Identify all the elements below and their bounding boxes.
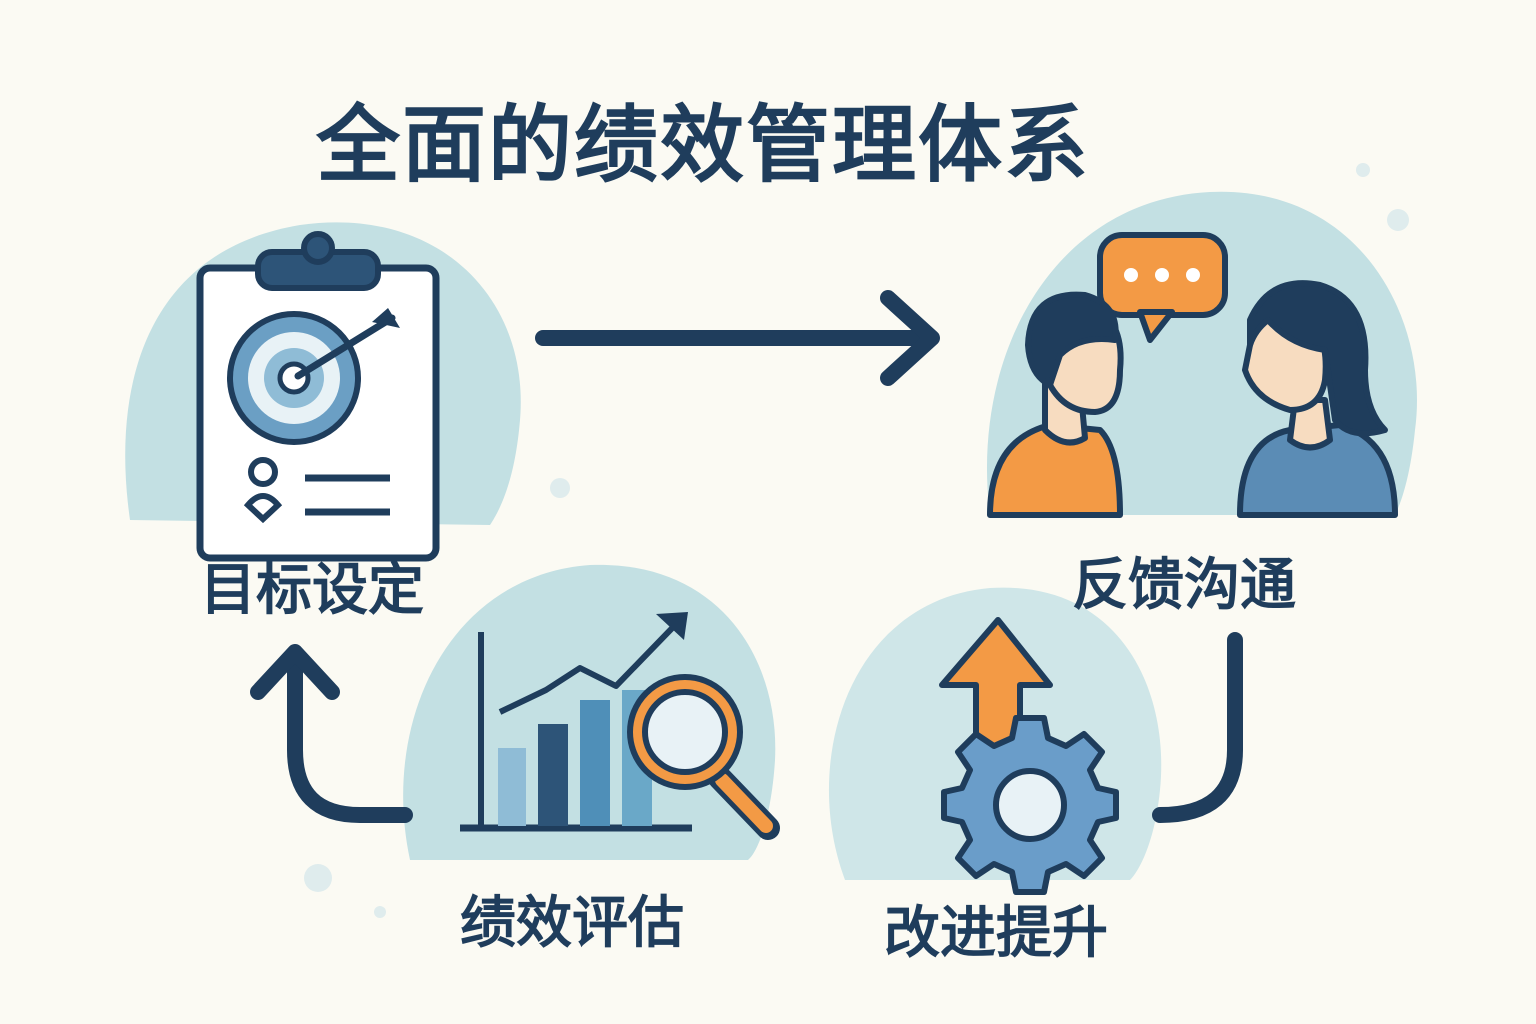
- gear-arrow-up-icon: [939, 617, 1119, 895]
- arrow-right-icon: [535, 290, 940, 386]
- bar-chart-magnifier-icon: [460, 612, 780, 840]
- step-label-evaluation: 绩效评估: [460, 891, 684, 956]
- step-label-feedback: 反馈沟通: [1072, 553, 1296, 618]
- step-label-improvement: 改进提升: [884, 901, 1108, 966]
- arrow-curve-down-icon: [1152, 632, 1243, 823]
- step-label-goal-setting: 目标设定: [200, 558, 424, 623]
- arrow-curve-up-icon: [250, 644, 413, 823]
- clipboard-target-icon: [196, 231, 440, 562]
- conversation-icon: [987, 232, 1398, 518]
- page-title: 全面的绩效管理体系: [316, 96, 1091, 194]
